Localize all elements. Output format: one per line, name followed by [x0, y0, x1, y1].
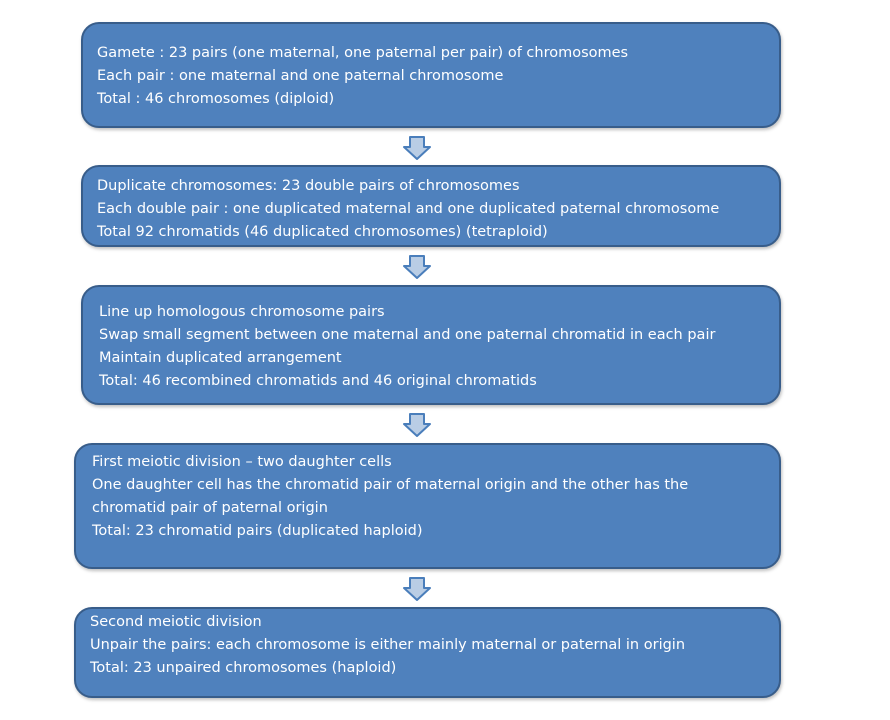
step-2-line-2: Each double pair : one duplicated matern…: [97, 201, 720, 217]
step-4-line-2: One daughter cell has the chromatid pair…: [92, 477, 689, 516]
step-5-line-3: Total: 23 unpaired chromosomes (haploid): [90, 660, 397, 676]
down-arrow-icon: [403, 136, 431, 160]
step-2-line-1: Duplicate chromosomes: 23 double pairs o…: [97, 178, 520, 194]
step-2-line-3: Total 92 chromatids (46 duplicated chrom…: [97, 224, 548, 240]
step-4-line-1: First meiotic division – two daughter ce…: [92, 454, 392, 470]
step-1-line-2: Each pair : one maternal and one paterna…: [97, 68, 504, 84]
step-2-box: Duplicate chromosomes: 23 double pairs o…: [81, 165, 781, 247]
step-1-box: Gamete : 23 pairs (one maternal, one pat…: [81, 22, 781, 128]
down-arrow-icon: [403, 413, 431, 437]
step-5-line-1: Second meiotic division: [90, 614, 262, 630]
step-5-box: Second meiotic division Unpair the pairs…: [74, 607, 781, 698]
down-arrow-icon: [403, 577, 431, 601]
step-4-line-3: Total: 23 chromatid pairs (duplicated ha…: [92, 523, 423, 539]
step-3-line-1: Line up homologous chromosome pairs: [99, 304, 385, 320]
step-3-line-3: Maintain duplicated arrangement: [99, 350, 342, 366]
step-1-line-3: Total : 46 chromosomes (diploid): [97, 91, 335, 107]
step-1-line-1: Gamete : 23 pairs (one maternal, one pat…: [97, 45, 629, 61]
step-3-line-2: Swap small segment between one maternal …: [99, 327, 716, 343]
step-5-line-2: Unpair the pairs: each chromosome is eit…: [90, 637, 686, 653]
down-arrow-icon: [403, 255, 431, 279]
step-3-box: Line up homologous chromosome pairs Swap…: [81, 285, 781, 405]
step-4-box: First meiotic division – two daughter ce…: [74, 443, 781, 569]
step-3-line-4: Total: 46 recombined chromatids and 46 o…: [99, 373, 537, 389]
